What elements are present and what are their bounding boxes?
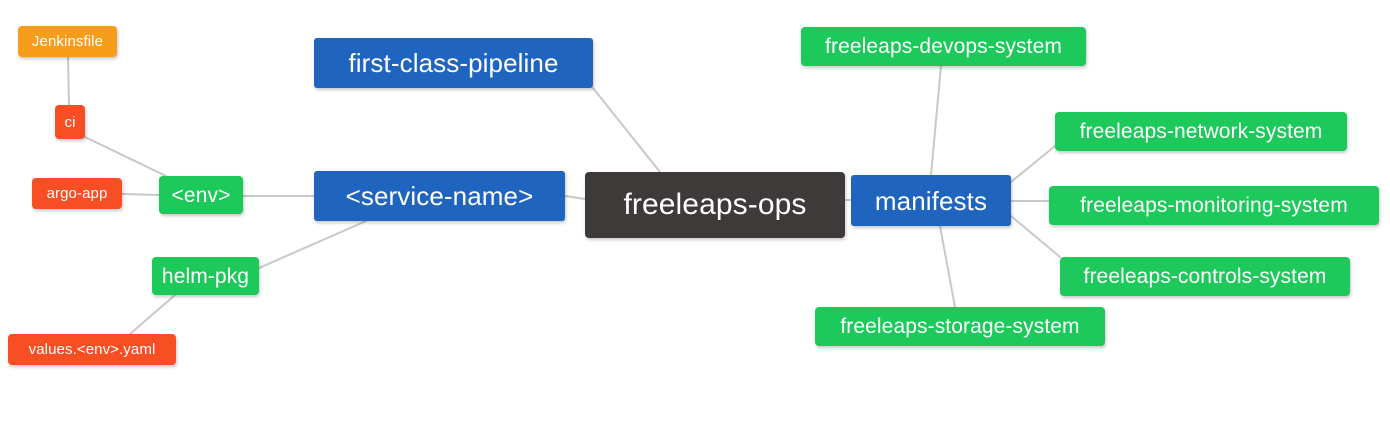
node-helm-pkg[interactable]: helm-pkg [152, 257, 259, 295]
node-label: freeleaps-monitoring-system [1080, 194, 1348, 217]
node-label: manifests [874, 185, 988, 216]
edge-jenkinsfile-to-ci [67, 56, 70, 106]
edge-freeleaps-storage-system-to-manifests [939, 225, 956, 308]
node-label: <service-name> [345, 181, 534, 211]
node-label: Jenkinsfile [31, 33, 104, 50]
node-label: first-class-pipeline [348, 48, 559, 78]
node-label: values.<env>.yaml [28, 341, 156, 358]
node-label: ci [64, 113, 76, 131]
node-label: argo-app [46, 185, 108, 202]
node-values-env-yaml[interactable]: values.<env>.yaml [8, 334, 176, 365]
node-ci[interactable]: ci [55, 105, 85, 139]
edge-values-env-yaml-to-helm-pkg [129, 294, 176, 335]
edge-freeleaps-network-system-to-manifests [1010, 145, 1056, 183]
edge-argo-app-to-env [121, 193, 160, 196]
node-manifests[interactable]: manifests [851, 175, 1011, 226]
node-service-name[interactable]: <service-name> [314, 171, 565, 221]
node-first-class-pipeline[interactable]: first-class-pipeline [314, 38, 593, 88]
node-label: helm-pkg [161, 264, 250, 288]
node-freeleaps-devops-system[interactable]: freeleaps-devops-system [801, 27, 1086, 66]
node-label: freeleaps-network-system [1079, 120, 1323, 143]
edge-helm-pkg-to-service-name [258, 220, 367, 269]
node-freeleaps-storage-system[interactable]: freeleaps-storage-system [815, 307, 1105, 346]
node-label: freeleaps-controls-system [1083, 265, 1327, 288]
edge-freeleaps-devops-system-to-manifests [930, 65, 942, 176]
edge-service-name-to-freeleaps-ops [564, 195, 586, 200]
edge-first-class-pipeline-to-freeleaps-ops [592, 87, 661, 173]
node-freeleaps-controls-system[interactable]: freeleaps-controls-system [1060, 257, 1350, 296]
node-label: <env> [171, 183, 231, 207]
node-freeleaps-network-system[interactable]: freeleaps-network-system [1055, 112, 1347, 151]
node-label: freeleaps-storage-system [840, 315, 1080, 338]
node-freeleaps-ops[interactable]: freeleaps-ops [585, 172, 845, 238]
edge-ci-to-env [84, 136, 167, 177]
node-env[interactable]: <env> [159, 176, 243, 214]
node-jenkinsfile[interactable]: Jenkinsfile [18, 26, 117, 57]
node-label: freeleaps-devops-system [825, 35, 1062, 58]
node-label: freeleaps-ops [623, 188, 807, 221]
node-freeleaps-monitoring-system[interactable]: freeleaps-monitoring-system [1049, 186, 1379, 225]
node-argo-app[interactable]: argo-app [32, 178, 122, 209]
